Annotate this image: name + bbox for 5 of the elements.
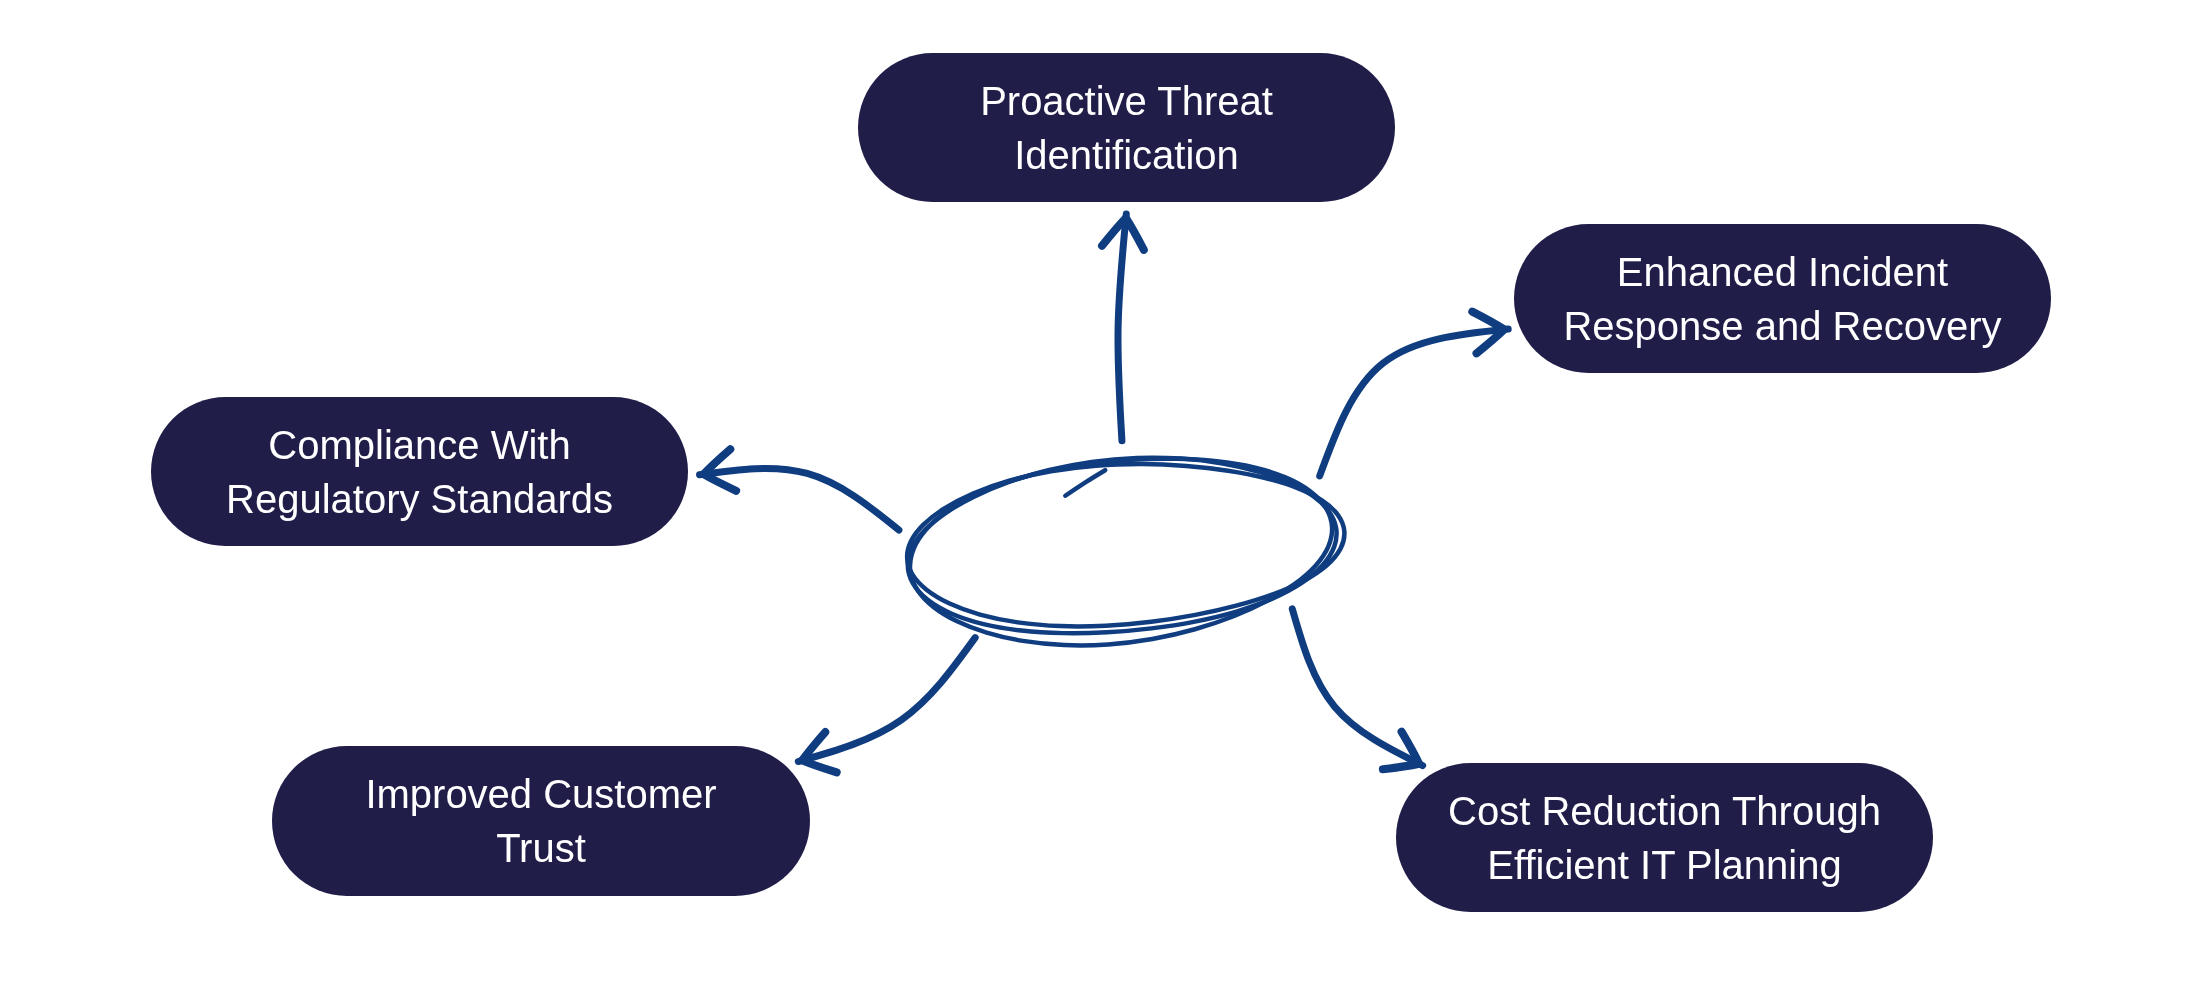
node-label: Improved Customer Trust (364, 771, 718, 872)
node-label: Enhanced Incident Response and Recovery (1562, 248, 2003, 350)
node-label: Proactive Threat Identification (979, 77, 1274, 179)
node-label: Compliance With Regulatory Standards (225, 421, 614, 523)
node-label: Cost Reduction Through Efficient IT Planning (1447, 787, 1882, 889)
